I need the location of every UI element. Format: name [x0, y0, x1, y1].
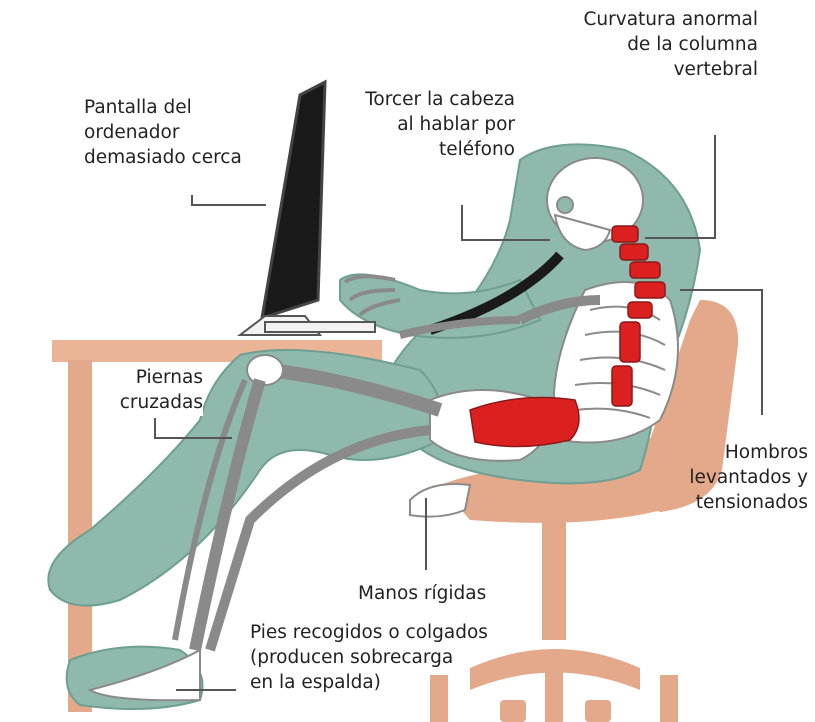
label-line: Pies recogidos o colgados [250, 621, 488, 646]
label-abnormal-spine: Curvatura anormal de la columna vertebra… [584, 8, 759, 83]
cervical-vertebra [620, 244, 648, 260]
eye-socket [557, 197, 573, 213]
label-line: Torcer la cabeza [365, 88, 515, 113]
keyboard [265, 322, 375, 332]
cervical-vertebra [612, 226, 638, 242]
label-line: Piernas [120, 366, 203, 391]
thoracic-vertebra [635, 282, 665, 298]
label-screen-too-close: Pantalla del ordenador demasiado cerca [84, 96, 242, 171]
chair-leg-right [660, 675, 678, 722]
label-feet: Pies recogidos o colgados (producen sobr… [250, 621, 488, 696]
label-line: en la espalda) [250, 671, 488, 696]
label-line: Hombros [689, 441, 808, 466]
chair-caster-1 [500, 700, 526, 722]
chair-column [542, 520, 566, 640]
label-line: ordenador [84, 121, 242, 146]
label-crossed-legs: Piernas cruzadas [120, 366, 203, 416]
label-line: demasiado cerca [84, 146, 242, 171]
thoracic-vertebra [612, 366, 632, 406]
kneecap [247, 355, 283, 385]
hand-on-seat [410, 484, 470, 517]
label-twist-head-phone: Torcer la cabeza al hablar por teléfono [365, 88, 515, 163]
label-line: tensionados [689, 491, 808, 516]
chair-caster-2 [585, 700, 611, 722]
label-line: vertebral [584, 58, 759, 83]
label-line: teléfono [365, 138, 515, 163]
thoracic-vertebra [630, 262, 660, 278]
label-line: Curvatura anormal [584, 8, 759, 33]
label-line: cruzadas [120, 391, 203, 416]
label-raised-shoulders: Hombros levantados y tensionados [689, 441, 808, 516]
lumbar-stress-zone [470, 398, 579, 447]
label-line: de la columna [584, 33, 759, 58]
thoracic-vertebra [620, 322, 640, 362]
monitor-screen [262, 82, 325, 318]
label-line: al hablar por [365, 113, 515, 138]
label-line: Manos rígidas [358, 582, 486, 607]
label-line: (producen sobrecarga [250, 646, 488, 671]
label-line: Pantalla del [84, 96, 242, 121]
thoracic-vertebra [628, 302, 652, 318]
label-rigid-hands: Manos rígidas [358, 582, 486, 607]
leader-screen [192, 195, 266, 205]
chair-leg-mid [545, 655, 563, 722]
label-line: levantados y [689, 466, 808, 491]
